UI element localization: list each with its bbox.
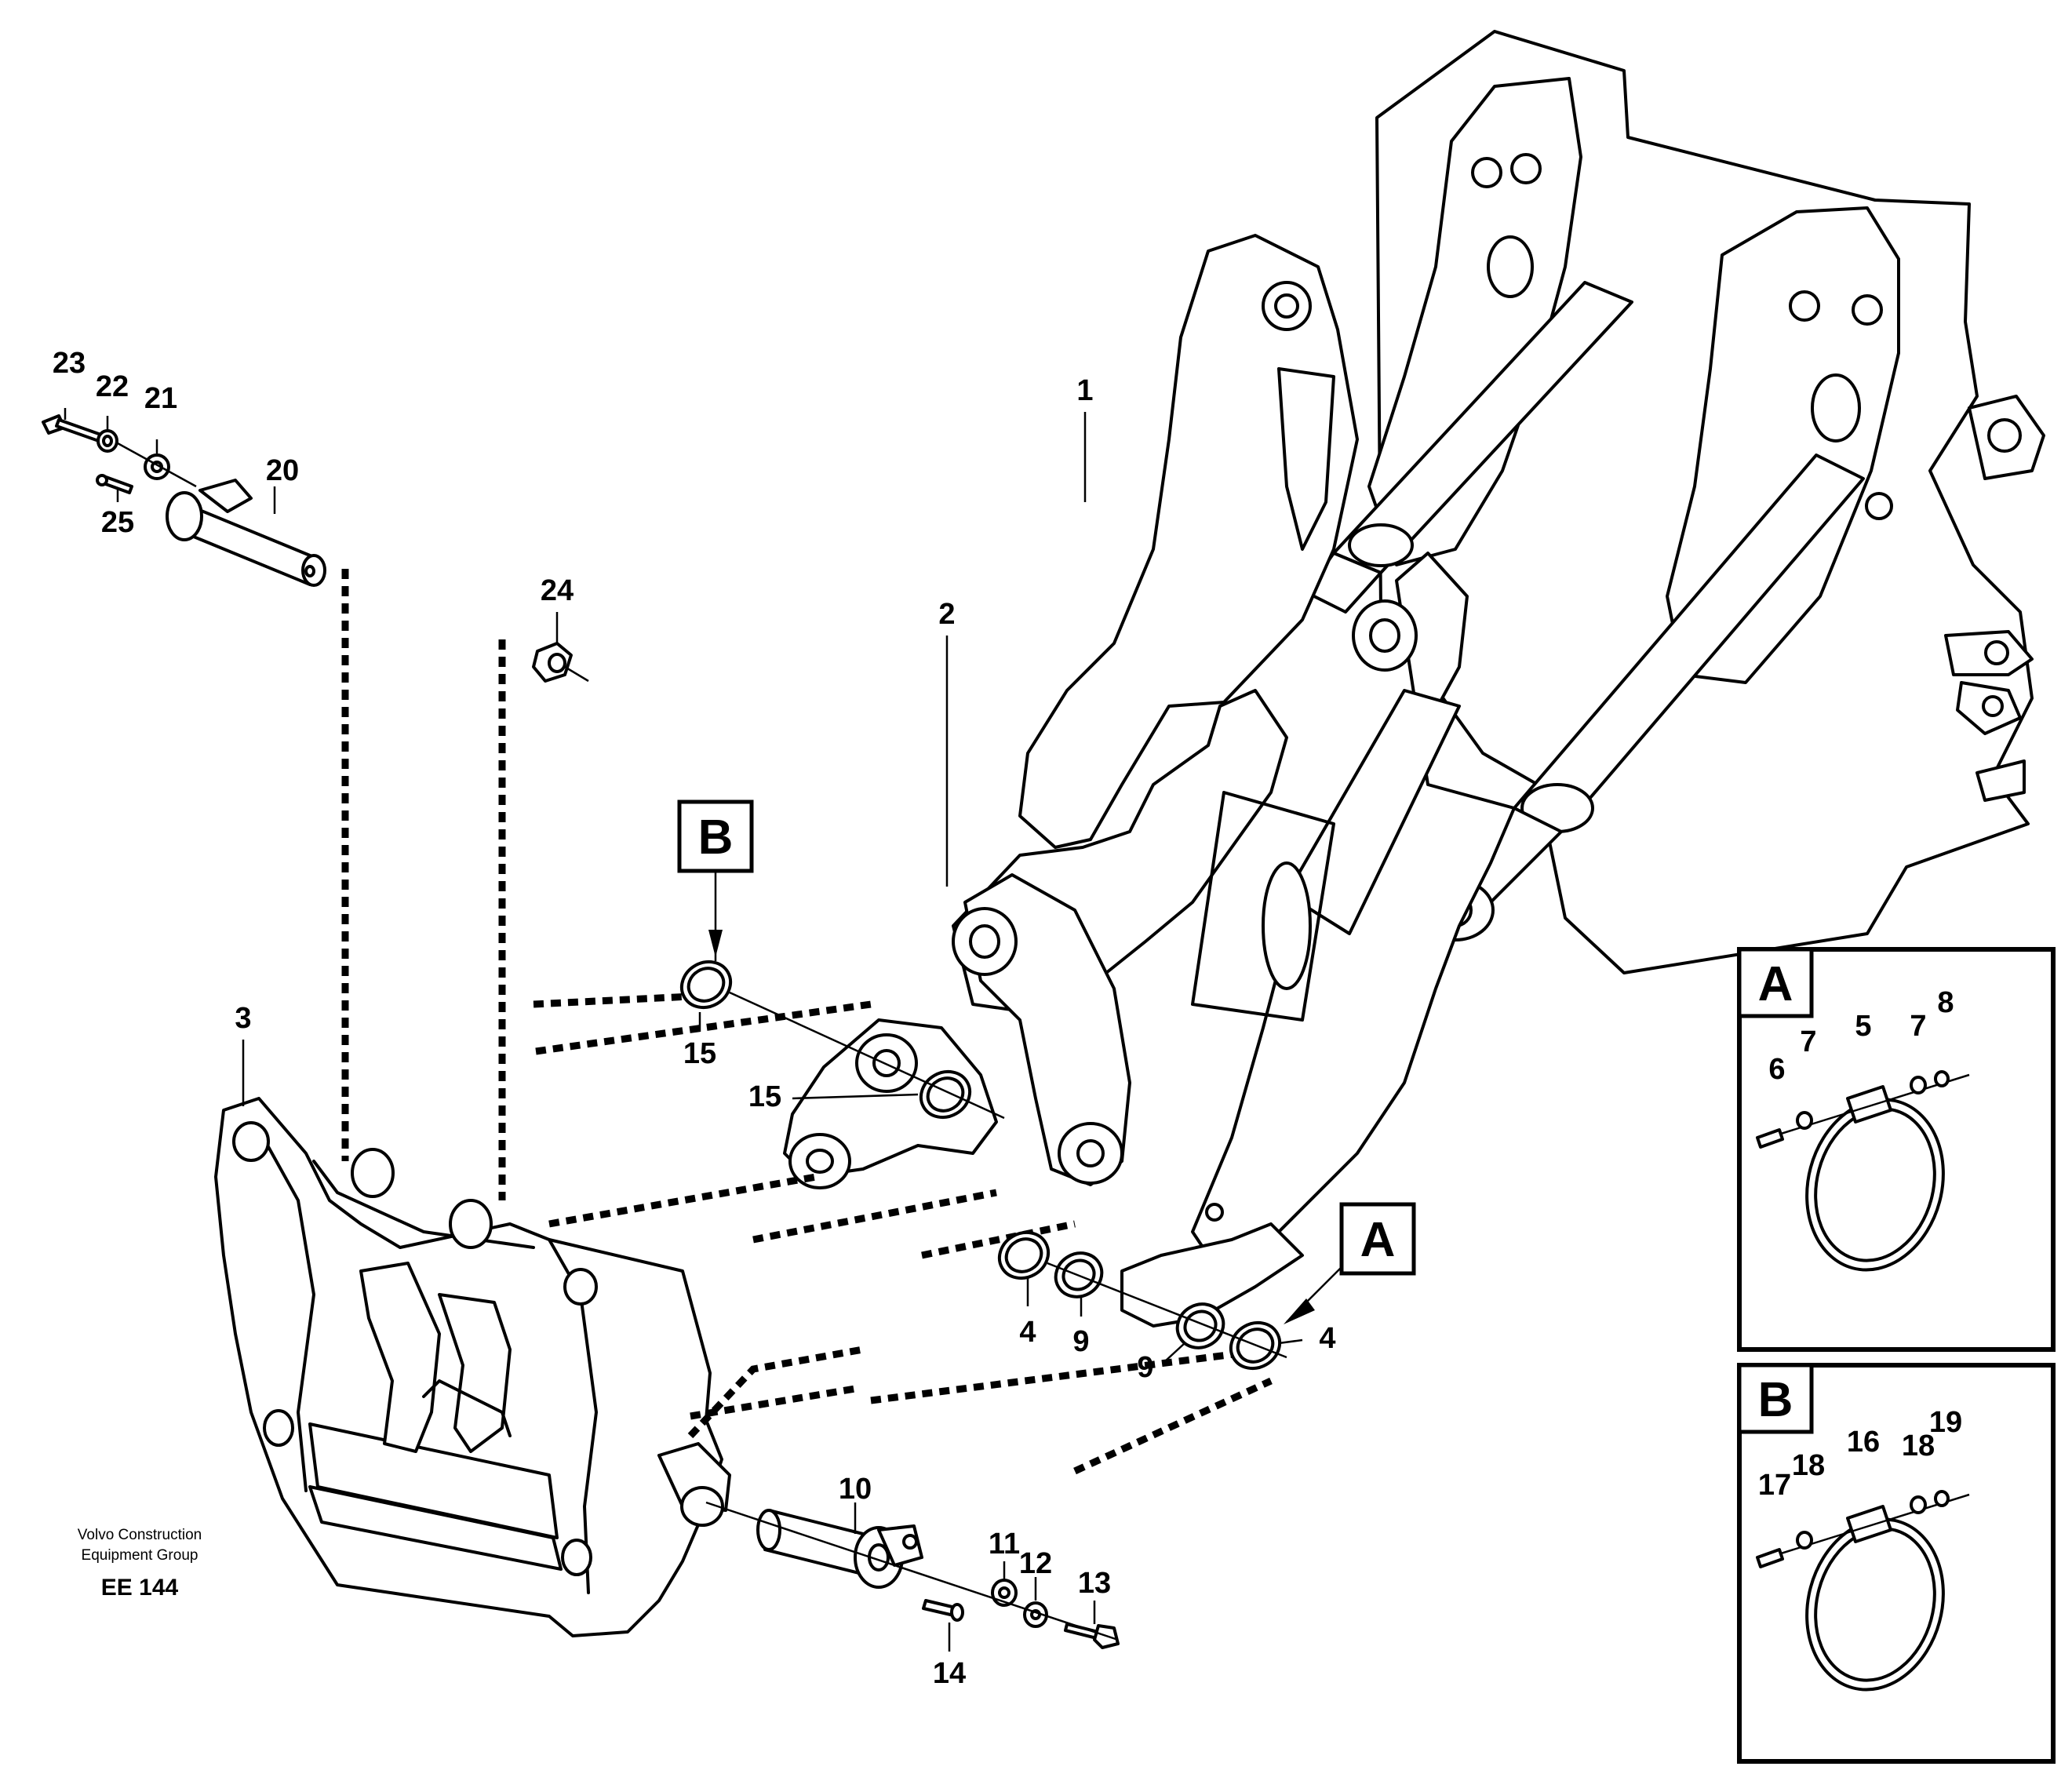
part-label: 18 xyxy=(1792,1449,1825,1482)
company-line-1: Volvo Construction xyxy=(78,1527,202,1543)
part-label: 8 xyxy=(1937,986,1954,1019)
part-label: 10 xyxy=(839,1473,872,1506)
part-label: 21 xyxy=(144,382,177,415)
detail-a-title: A xyxy=(1758,957,1793,1011)
part-label: 9 xyxy=(1072,1325,1089,1358)
part-label: 7 xyxy=(1800,1025,1816,1058)
part-label: 15 xyxy=(748,1080,781,1113)
part-label: 5 xyxy=(1855,1010,1871,1043)
part-label: 17 xyxy=(1758,1469,1791,1502)
part-label: 13 xyxy=(1078,1567,1111,1600)
company-line-2: Equipment Group xyxy=(82,1547,198,1564)
footer: Volvo Construction Equipment Group EE 14… xyxy=(78,1527,202,1601)
callout-b-label: B xyxy=(698,810,734,865)
callout-a-label: A xyxy=(1360,1213,1396,1267)
part-label: 18 xyxy=(1902,1430,1935,1462)
assembly-dashed-lines xyxy=(341,569,1273,1475)
part-label: 24 xyxy=(541,574,574,607)
detail-b-title: B xyxy=(1758,1373,1793,1427)
part-label: 1 xyxy=(1076,374,1093,407)
leader-lines xyxy=(64,408,1346,1652)
part-label: 20 xyxy=(266,454,299,487)
small-parts xyxy=(42,414,1287,1649)
detail-panel-b: B xyxy=(1737,1363,2056,1764)
part-label: 4 xyxy=(1019,1316,1036,1349)
part-label: 15 xyxy=(683,1037,716,1070)
part-label: 14 xyxy=(933,1657,966,1690)
part-label: 16 xyxy=(1847,1426,1880,1459)
part-label: 4 xyxy=(1319,1322,1335,1355)
detail-panel-a: A xyxy=(1737,947,2056,1352)
part-label: 9 xyxy=(1137,1351,1153,1384)
part-label: 22 xyxy=(96,370,129,403)
part-label: 6 xyxy=(1768,1053,1785,1086)
part-label: 19 xyxy=(1929,1406,1962,1439)
part-label: 7 xyxy=(1910,1010,1926,1043)
drawing-code: EE 144 xyxy=(101,1575,179,1601)
callout-b: B xyxy=(677,799,754,873)
part-labels: 1 2 3 4 4 5 6 7 7 8 9 9 10 11 12 13 14 1… xyxy=(53,347,1962,1690)
part-label: 12 xyxy=(1019,1547,1052,1580)
part-label: 25 xyxy=(101,506,134,539)
part-label: 3 xyxy=(235,1002,251,1035)
part-label: 23 xyxy=(53,347,86,380)
part-label: 2 xyxy=(938,598,955,631)
callout-a: A xyxy=(1339,1202,1416,1276)
part-label: 11 xyxy=(989,1528,1020,1561)
quick-coupler-drawing xyxy=(214,1097,731,1637)
